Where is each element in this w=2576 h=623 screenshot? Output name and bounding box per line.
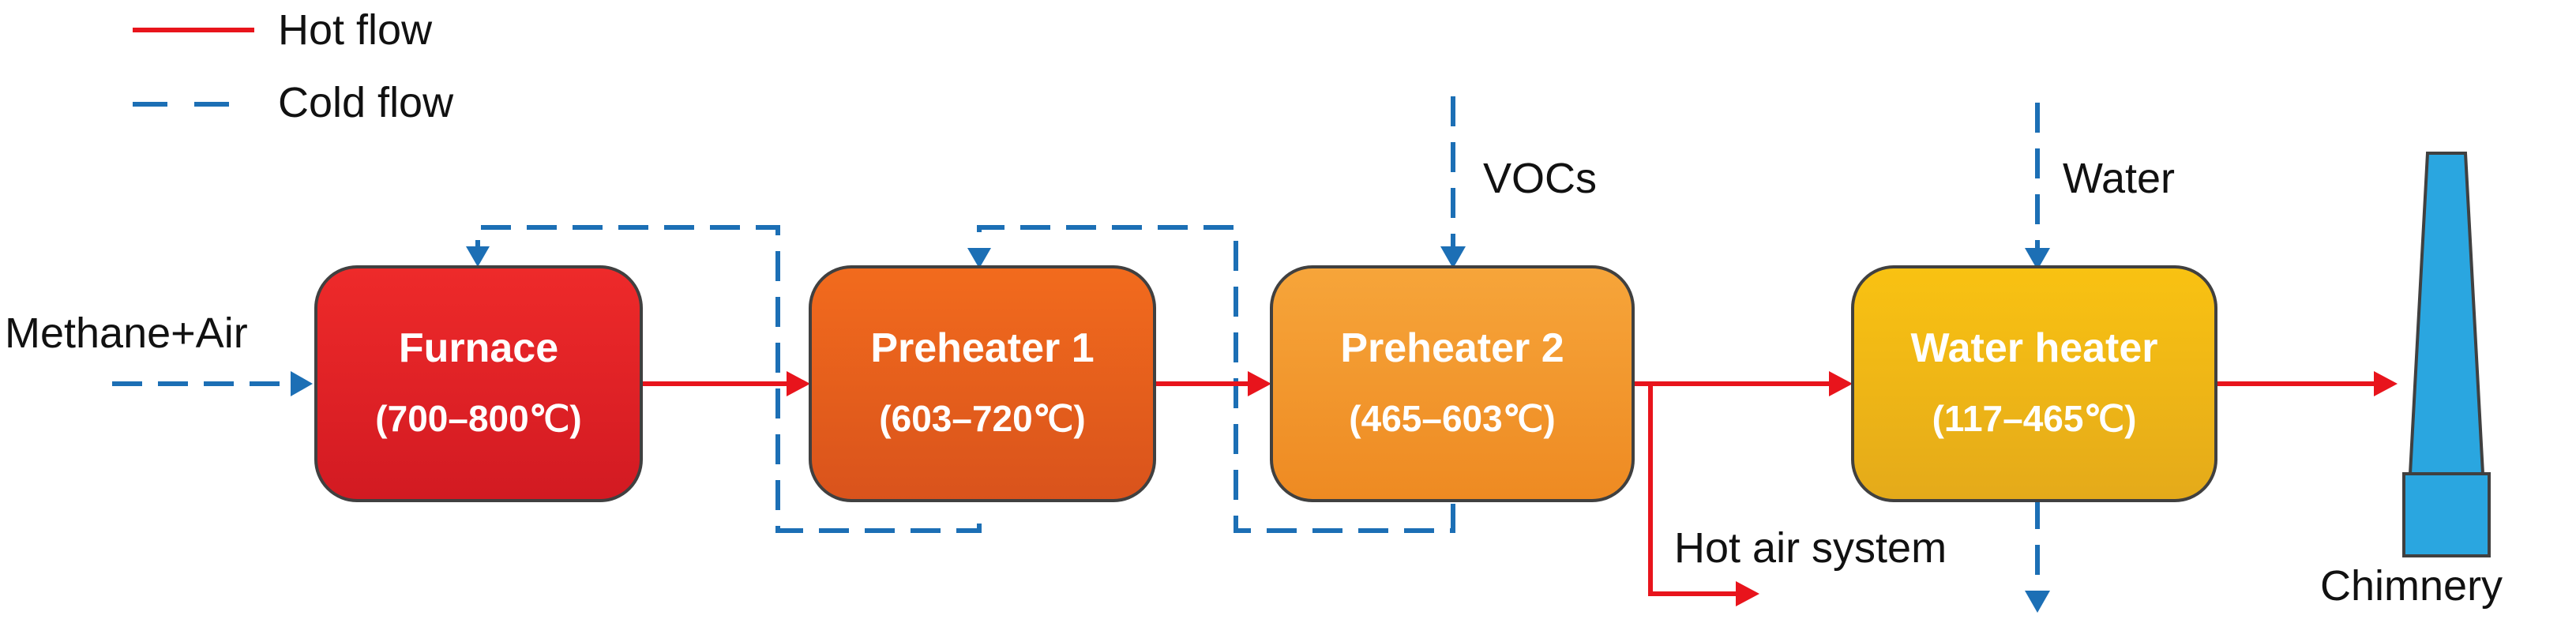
- preheater-2-box: Preheater 2 (465–603℃): [1270, 265, 1635, 502]
- fuel-input-label: Methane+Air: [5, 310, 248, 357]
- water-input-label: Water: [2063, 155, 2175, 202]
- hot-flow-3-arrowhead: [1829, 371, 1853, 396]
- preheater-1-title: Preheater 1: [870, 325, 1094, 371]
- furnace-title: Furnace: [399, 325, 558, 371]
- preheater-2-temp: (465–603℃): [1349, 398, 1555, 439]
- chimney-label: Chimnery: [2320, 562, 2503, 610]
- cold-loop-2-arrowhead: [967, 248, 991, 268]
- cold-loop-1-arrowhead: [466, 246, 490, 267]
- legend-cold-label: Cold flow: [278, 79, 454, 126]
- hot-flow-2-arrowhead: [1248, 371, 1271, 396]
- preheater-1-box: Preheater 1 (603–720℃): [809, 265, 1156, 502]
- hot-air-branch: [1648, 384, 1745, 596]
- legend: Hot flow Cold flow: [133, 6, 454, 126]
- water-heater-title: Water heater: [1910, 325, 2157, 371]
- hot-flow-4-arrowhead: [2374, 371, 2398, 396]
- water-input-arrowhead: [2025, 248, 2050, 270]
- vocs-input-arrowhead: [1440, 246, 1466, 268]
- hot-flow-1-arrowhead: [787, 371, 810, 396]
- water-heater-temp: (117–465℃): [1932, 398, 2137, 439]
- vocs-input-label: VOCs: [1483, 155, 1597, 202]
- furnace-box: Furnace (700–800℃): [314, 265, 643, 502]
- legend-hot-label: Hot flow: [278, 6, 433, 54]
- chimney: [2402, 152, 2491, 557]
- water-output-arrowhead: [2025, 591, 2050, 613]
- water-heater-box: Water heater (117–465℃): [1851, 265, 2217, 502]
- cold-loop-2: [977, 225, 1455, 533]
- chimney-stack-icon: [2408, 152, 2485, 475]
- hot-air-arrowhead: [1736, 581, 1759, 606]
- fuel-input-arrowhead: [291, 371, 313, 396]
- preheater-2-title: Preheater 2: [1340, 325, 1564, 371]
- preheater-1-temp: (603–720℃): [879, 398, 1085, 439]
- chimney-base-icon: [2402, 472, 2491, 557]
- hot-air-system-label: Hot air system: [1674, 524, 1947, 572]
- cold-loop-1: [475, 225, 982, 533]
- furnace-temp: (700–800℃): [375, 398, 581, 439]
